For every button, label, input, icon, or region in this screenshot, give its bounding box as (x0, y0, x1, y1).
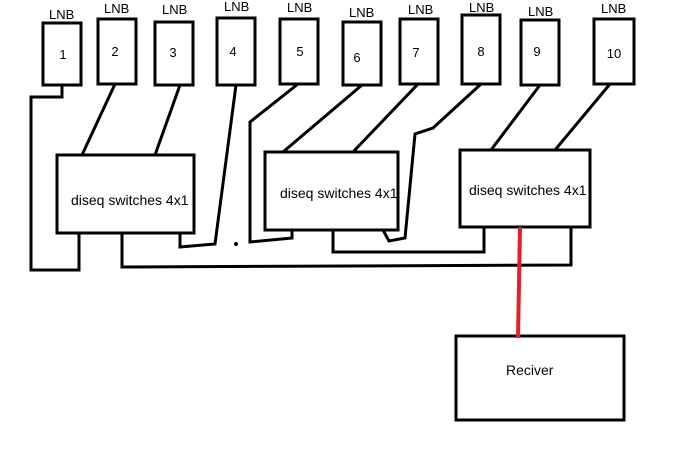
cable-lnb-9 (489, 84, 542, 151)
lnb-number-5: 5 (296, 44, 303, 59)
lnb-number-7: 7 (412, 45, 419, 60)
diseqc-switch-2 (263, 150, 400, 232)
lnb-number-4: 4 (229, 44, 236, 59)
lnb-number-10: 10 (607, 46, 621, 61)
lnb-label-8: LNB (469, 0, 494, 15)
cable-lnb-2 (80, 83, 117, 156)
lnb-label-9: LNB (528, 4, 553, 19)
cable-lnb-5 (248, 82, 299, 244)
lnb-number-1: 1 (59, 47, 66, 62)
lnb-label-5: LNB (287, 0, 312, 15)
lnb-box-7 (398, 17, 440, 86)
diseqc-switch-3 (458, 148, 592, 229)
diseqc-switch-1-label: diseq switches 4x1 (71, 192, 189, 208)
lnb-label-10: LNB (601, 1, 626, 16)
lnb-label-6: LNB (349, 5, 374, 20)
lnb-label-7: LNB (408, 2, 433, 17)
lnb-number-6: 6 (353, 50, 360, 65)
diseqc-switch-3-label: diseq switches 4x1 (469, 182, 587, 198)
lnb-number-2: 2 (111, 44, 118, 59)
lnb-box-4 (215, 16, 257, 87)
diseqc-switch-1 (55, 153, 196, 235)
diseqc-switch-2-label: diseq switches 4x1 (280, 185, 398, 201)
lnb-box-6 (341, 20, 383, 87)
cable-lnb-7 (351, 82, 420, 154)
lnb-box-9 (519, 18, 561, 87)
cable-lnb-10 (553, 83, 612, 151)
receiver-box (454, 334, 626, 422)
cable-switch2-to-switch3 (331, 227, 486, 254)
lnb-box-2 (96, 17, 138, 86)
lnb-label-3: LNB (162, 2, 187, 17)
lnb-number-9: 9 (533, 44, 540, 59)
lnb-box-3 (153, 20, 195, 87)
lnb-box-10 (592, 17, 636, 86)
lnb-label-1: LNB (49, 7, 74, 22)
lnb-label-4: LNB (224, 0, 249, 14)
cable-switch-to-receiver (516, 226, 522, 339)
cable-lnb-3 (153, 84, 182, 156)
cable-lnb-4 (178, 84, 238, 249)
receiver-label: Reciver (506, 362, 554, 378)
lnb-label-2: LNB (104, 1, 129, 16)
cable-lnb-1 (29, 85, 81, 272)
wire-dot (234, 242, 238, 246)
cable-switch1-to-switch3 (120, 227, 573, 269)
lnb-number-8: 8 (477, 44, 484, 59)
cable-lnb-6 (282, 83, 363, 154)
cable-lnb-8 (381, 82, 483, 243)
lnb-number-3: 3 (169, 45, 176, 60)
lnb-box-5 (278, 17, 320, 86)
